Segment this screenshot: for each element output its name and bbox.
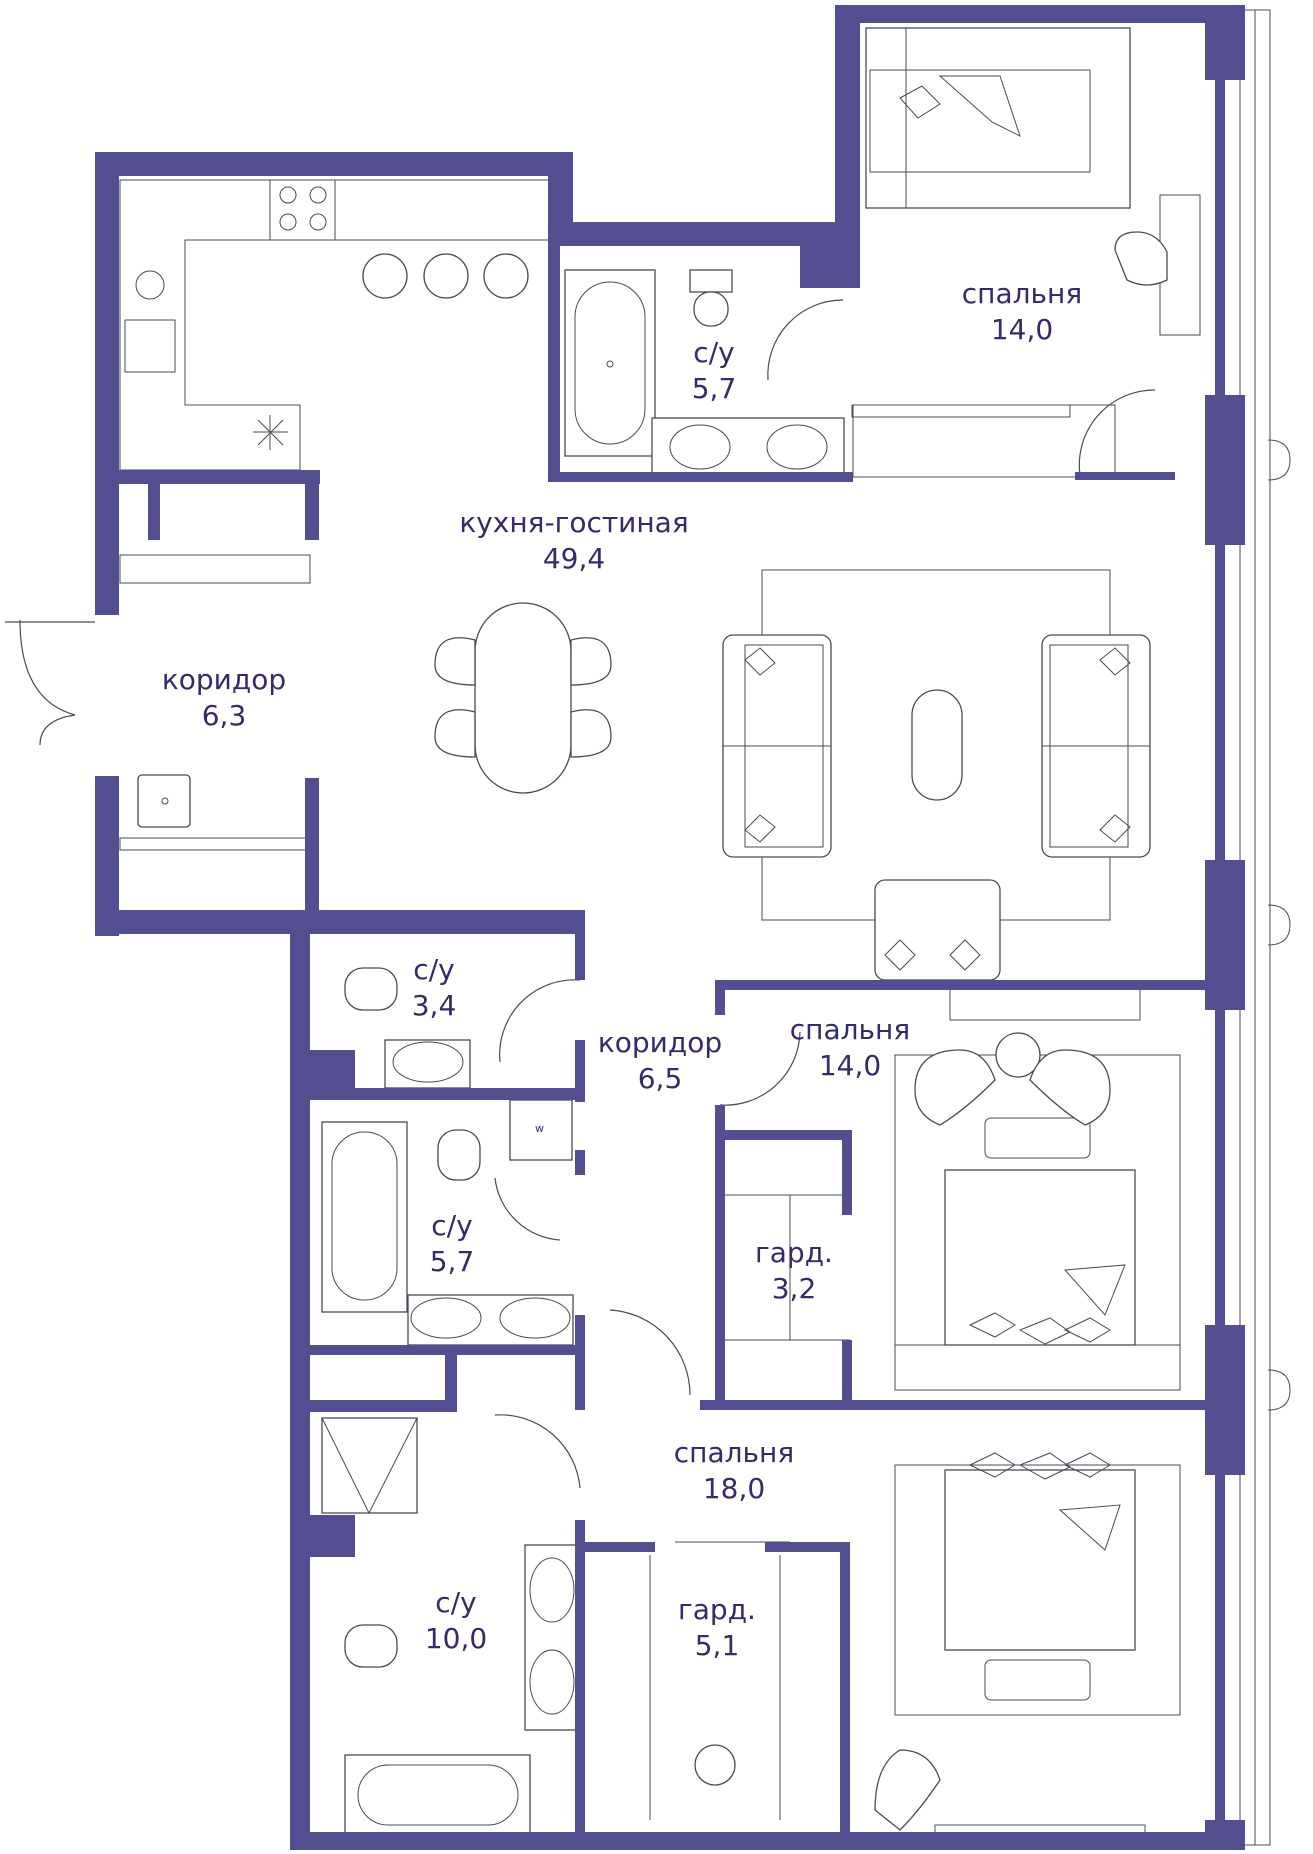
- room-area: 3,2: [771, 1272, 817, 1305]
- armchair-icon: [1029, 1049, 1111, 1126]
- coffee-table: [911, 689, 963, 801]
- toilet-icon: [344, 967, 398, 1011]
- room-label-bed-bottom: спальня 18,0: [674, 1435, 794, 1507]
- table-icon: [434, 602, 612, 794]
- toilet-icon: [437, 1129, 481, 1181]
- room-name: кухня-гостиная: [459, 506, 689, 539]
- washer-mark: w: [535, 1122, 544, 1135]
- floor-plan-walls: [95, 5, 1245, 1850]
- wardrobe-icon: [649, 1555, 781, 1820]
- bathtub-icon: [344, 1754, 531, 1836]
- rug-bottom-bedroom: [894, 1464, 1181, 1716]
- room-area: 49,4: [542, 542, 606, 575]
- sink-icon: [524, 1544, 581, 1731]
- armchair-icon: [874, 1749, 941, 1831]
- room-label-living: кухня-гостиная 49,4: [459, 505, 688, 577]
- room-name: спальня: [961, 277, 1083, 310]
- bathtub-icon: [321, 1121, 408, 1313]
- furniture-layer: [119, 27, 1201, 1838]
- washer-icon: [137, 774, 191, 828]
- shower-icon: [321, 1417, 418, 1515]
- room-area: 5,1: [694, 1629, 740, 1662]
- kitchen-counter: [119, 179, 561, 471]
- bathtub-icon: [564, 269, 656, 457]
- stove-icon: [279, 186, 297, 204]
- bed-icon: [944, 1117, 1136, 1346]
- room-label-bath-mid: с/у 5,7: [430, 1208, 475, 1280]
- room-area: 18,0: [702, 1472, 766, 1505]
- room-area: 3,4: [411, 989, 457, 1022]
- room-label-hall-mid: коридор 6,5: [598, 1025, 722, 1097]
- sofa-icon: [722, 634, 832, 858]
- armchair-icon: [914, 1049, 996, 1126]
- room-area: 14,0: [990, 313, 1054, 346]
- room-area: 10,0: [424, 1622, 488, 1655]
- room-name: с/у: [431, 1209, 473, 1242]
- coat-rack: [119, 554, 311, 584]
- room-name: гард.: [755, 1236, 833, 1269]
- toilet-icon: [689, 269, 733, 327]
- window-icon: [1239, 9, 1291, 1846]
- room-name: спальня: [673, 1436, 795, 1469]
- bed-icon: [865, 27, 1131, 209]
- round-table: [995, 1032, 1041, 1078]
- bench-top-bedroom: [852, 404, 1116, 478]
- room-label-wc-small: с/у 3,4: [412, 952, 457, 1024]
- sink-icon: [384, 1039, 471, 1089]
- sofa-icon: [1041, 634, 1151, 858]
- desk-top-bedroom: [851, 404, 1071, 418]
- armchair-icon: [1114, 231, 1168, 286]
- room-area: 5,7: [429, 1245, 475, 1278]
- armchair-icon: [874, 879, 1001, 981]
- toilet-icon: [344, 1624, 398, 1668]
- room-area: 5,7: [691, 372, 737, 405]
- room-name: с/у: [693, 336, 735, 369]
- room-label-bath-top: с/у 5,7: [692, 335, 737, 407]
- room-name: коридор: [161, 663, 287, 696]
- tv-stand: [949, 984, 1141, 1021]
- room-label-hall-left: коридор 6,3: [162, 662, 286, 734]
- room-label-bath-bottom: с/у 10,0: [425, 1585, 487, 1657]
- wardrobe-icon: [725, 1194, 850, 1341]
- room-label-wardrobe-mid: гард. 3,2: [755, 1235, 833, 1307]
- sink-icon: [651, 417, 845, 477]
- room-name: спальня: [789, 1013, 911, 1046]
- room-name: с/у: [413, 953, 455, 986]
- room-name: с/у: [435, 1586, 477, 1619]
- bed-icon: [944, 1452, 1136, 1701]
- door-swing-icon: [5, 299, 1156, 1489]
- room-label-bed-mid: спальня 14,0: [790, 1012, 910, 1084]
- room-label-wardrobe-bottom: гард. 5,1: [678, 1592, 756, 1664]
- sink-icon: [407, 1294, 574, 1346]
- room-area: 6,3: [201, 699, 247, 732]
- room-area: 6,5: [637, 1062, 683, 1095]
- room-label-bed-top: спальня 14,0: [962, 276, 1082, 348]
- room-name: коридор: [597, 1026, 723, 1059]
- room-area: 14,0: [818, 1049, 882, 1082]
- room-name: гард.: [678, 1593, 756, 1626]
